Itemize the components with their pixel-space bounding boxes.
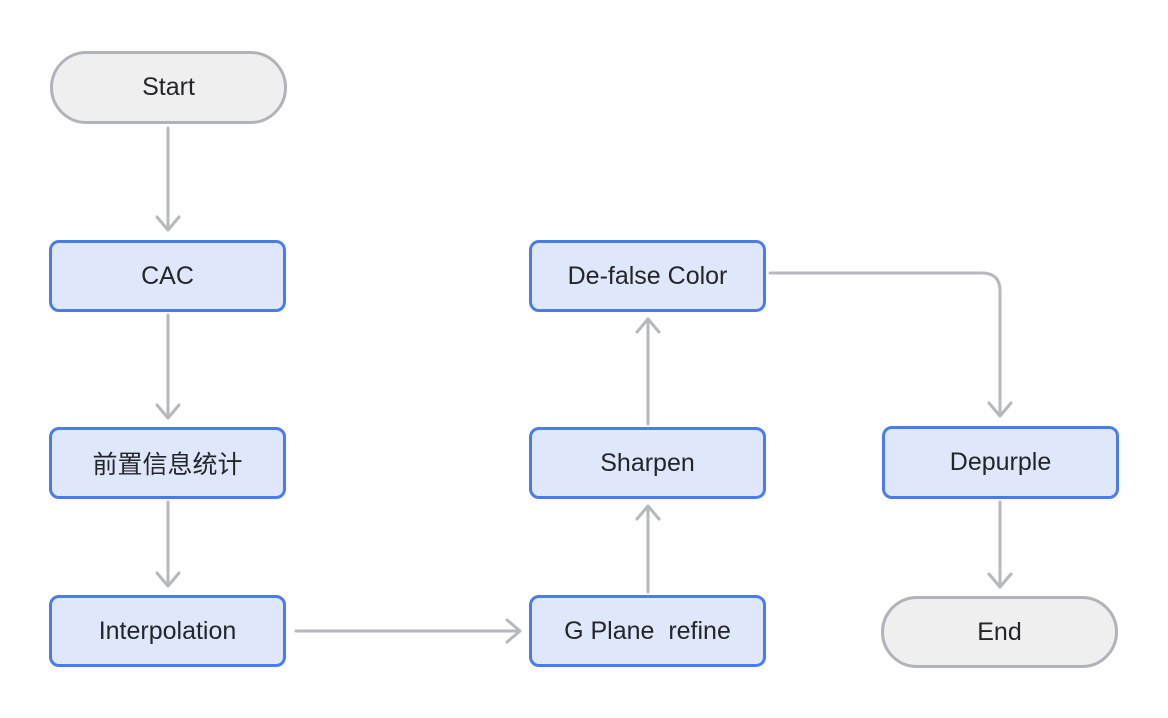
node-end[interactable]: End — [881, 596, 1118, 668]
node-cac-label: CAC — [141, 261, 194, 290]
node-interpolation-label: Interpolation — [98, 616, 237, 645]
edge-sharpen-de-false-color — [635, 317, 661, 426]
arrowhead-down-icon — [155, 403, 181, 420]
node-interpolation[interactable]: Interpolation — [49, 595, 286, 667]
node-end-label: End — [977, 617, 1022, 646]
arrowhead-up-icon — [635, 504, 661, 521]
node-depurple[interactable]: Depurple — [882, 426, 1119, 499]
edge-interpolation-g-plane-refine — [294, 618, 522, 644]
node-sharpen[interactable]: Sharpen — [529, 427, 766, 499]
edge-g-plane-refine-sharpen — [635, 504, 661, 594]
node-g-plane-refine[interactable]: G Plane refine — [529, 595, 766, 667]
node-pre-stats[interactable]: 前置信息统计 — [49, 427, 286, 499]
edge-start-cac — [155, 126, 181, 232]
node-start[interactable]: Start — [50, 51, 287, 124]
arrowhead-down-icon — [987, 572, 1013, 589]
node-depurple-label: Depurple — [949, 448, 1052, 476]
arrowhead-down-icon — [155, 215, 181, 232]
arrowhead-right-icon — [505, 618, 522, 644]
node-de-false-color[interactable]: De-false Color — [529, 240, 766, 312]
edge-depurple-end — [987, 500, 1013, 589]
edge-pre-stats-interpolation — [155, 500, 181, 588]
edge-cac-pre-stats — [155, 313, 181, 420]
node-cac[interactable]: CAC — [49, 240, 286, 312]
node-sharpen-label: Sharpen — [600, 448, 695, 477]
node-de-false-color-label: De-false Color — [567, 261, 728, 290]
node-start-label: Start — [142, 73, 195, 101]
arrowhead-up-icon — [635, 317, 661, 334]
arrowhead-down-icon — [987, 401, 1013, 418]
node-g-plane-refine-label: G Plane refine — [564, 616, 731, 645]
node-pre-stats-label: 前置信息统计 — [92, 451, 243, 479]
arrowhead-down-icon — [155, 571, 181, 588]
edge-de-false-color-depurple — [768, 271, 1013, 418]
